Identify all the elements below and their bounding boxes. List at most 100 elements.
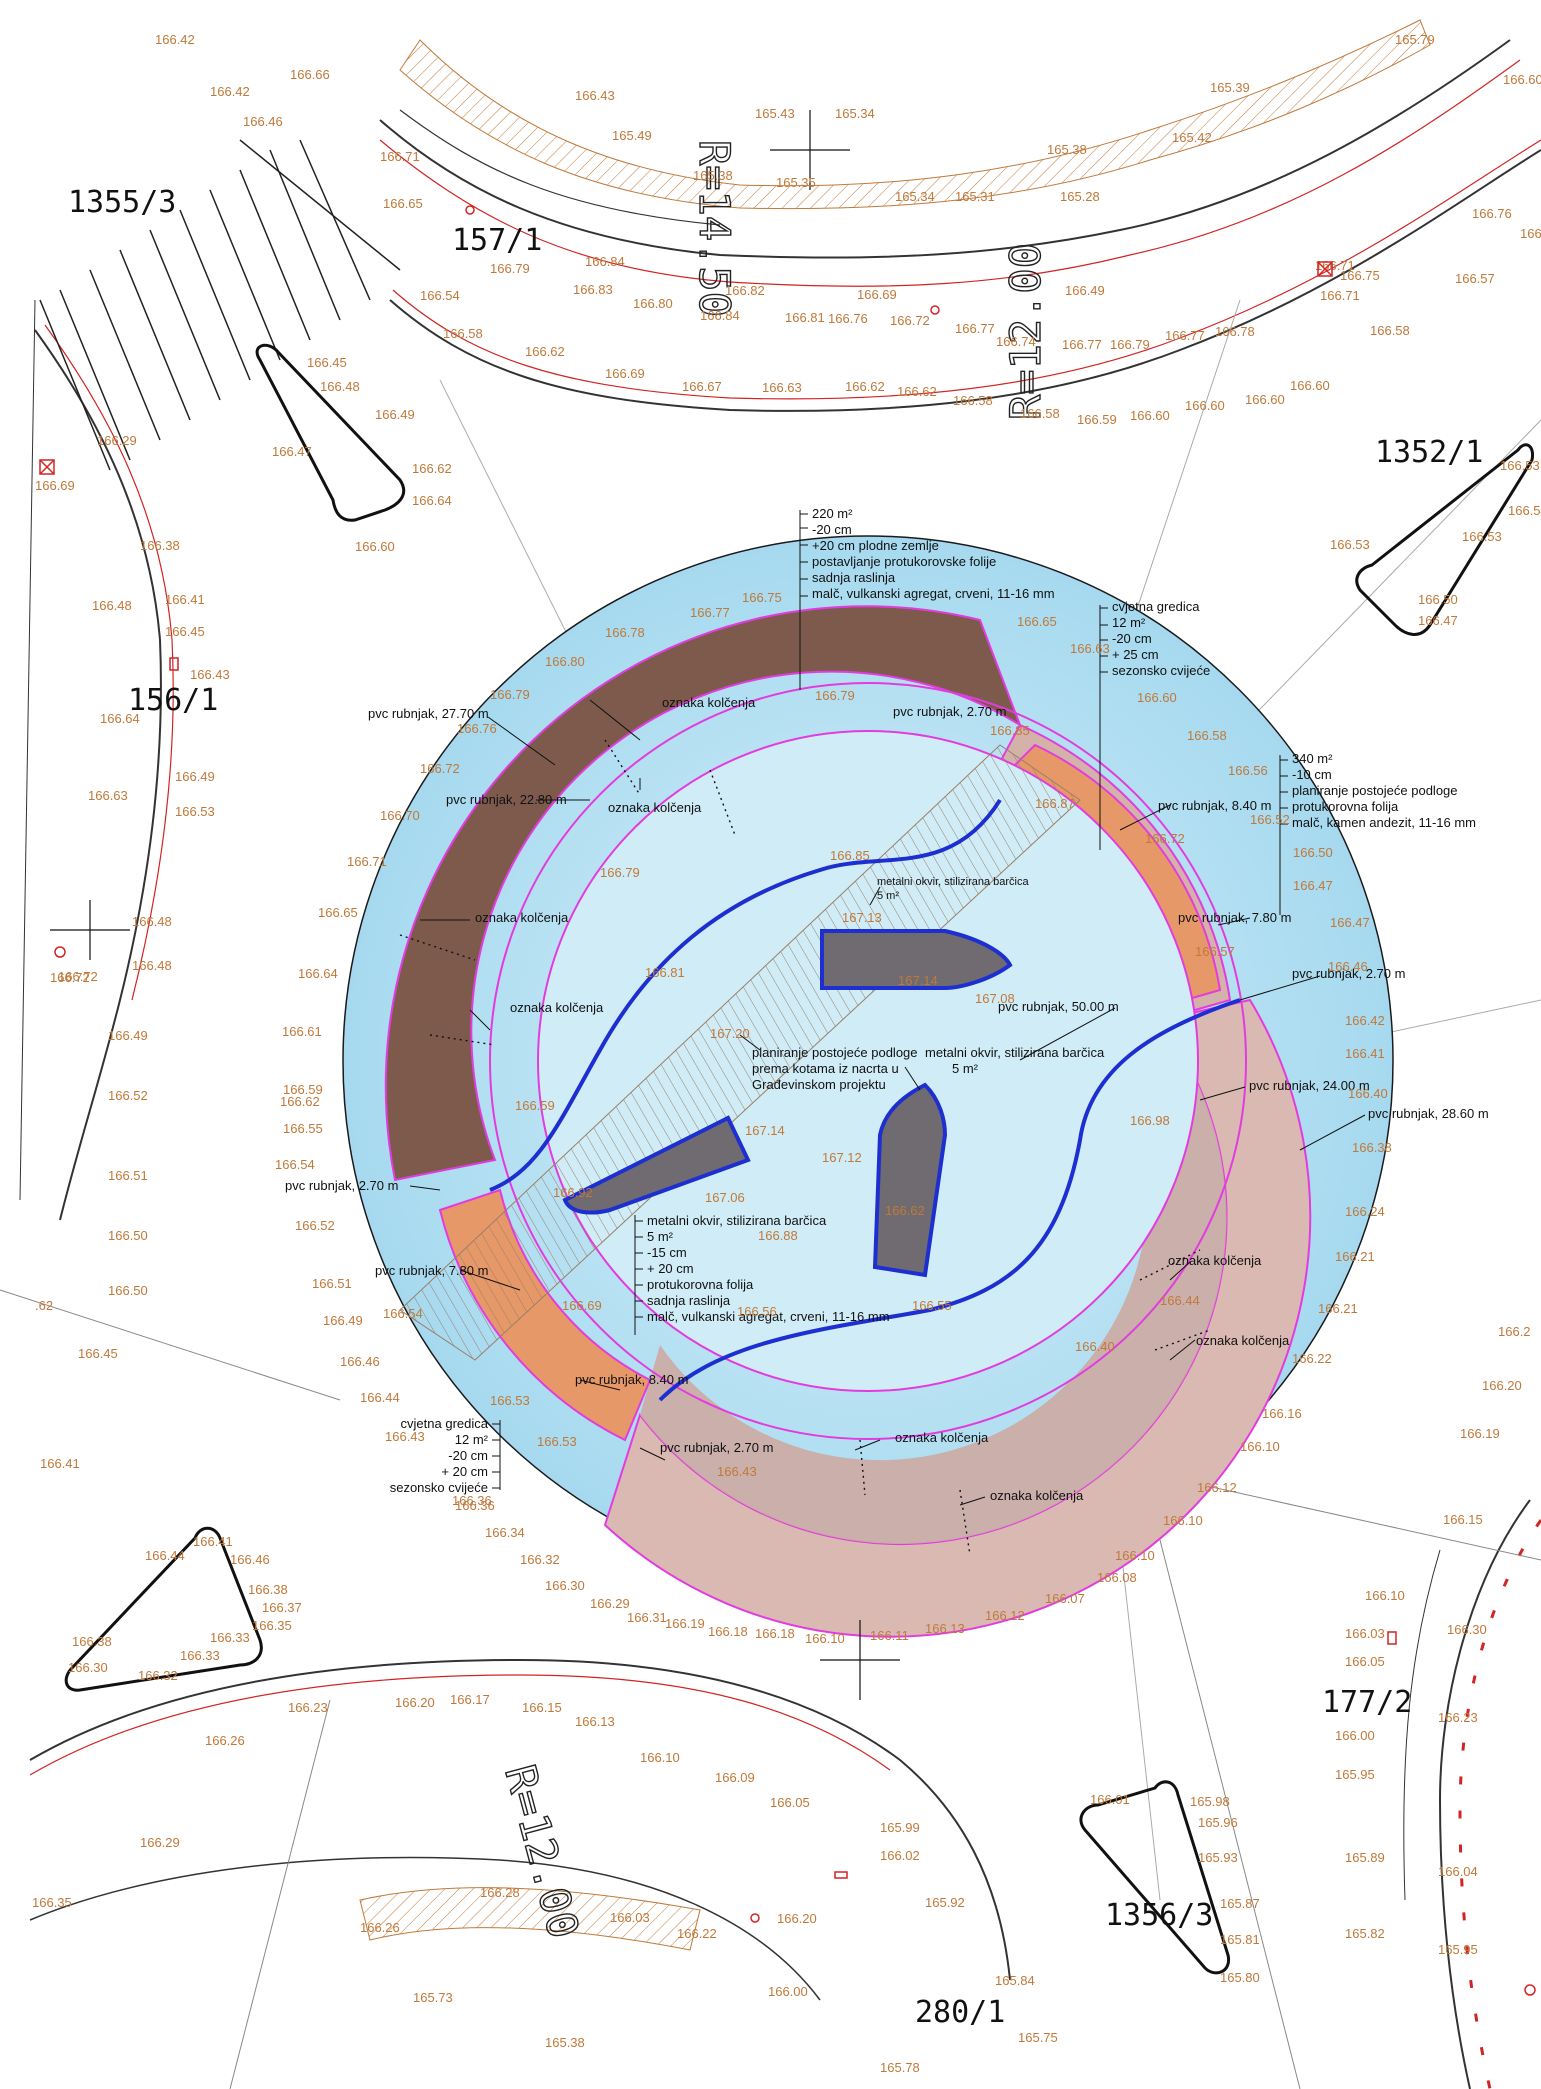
crosswalk (39, 139, 401, 471)
spot-height: 166.20 (1482, 1378, 1522, 1393)
pvc-label: pvc rubnjak, 2.70 m (893, 704, 1006, 719)
spot-height: 166.87 (1035, 796, 1075, 811)
spot-height: 166.40 (1348, 1086, 1388, 1101)
spot-height: 166.30 (545, 1578, 585, 1593)
spot-height: 166.13 (925, 1621, 965, 1636)
spot-height: 166.59 (1077, 412, 1117, 427)
spot-height: 166.70 (380, 808, 420, 823)
pvc-label: pvc rubnjak, 7.80 m (1178, 910, 1291, 925)
note-line: sezonsko cvijeće (390, 1480, 488, 1495)
spot-height: 166.43 (385, 1429, 425, 1444)
spot-height: 166.60 (1130, 408, 1170, 423)
spot-height: 166.72 (890, 313, 930, 328)
spot-height: 166.10 (1240, 1439, 1280, 1454)
spot-height: 166.58 (1187, 728, 1227, 743)
edge-labels: pvc rubnjak, 27.70 m pvc rubnjak, 22.80 … (285, 695, 1489, 1503)
spot-height: 166.30 (1447, 1622, 1487, 1637)
spot-height: 166.77 (955, 321, 995, 336)
spot-height: 166.21 (1335, 1249, 1375, 1264)
spot-height: 165.84 (995, 1973, 1035, 1988)
note-boat-right: metalni okvir, stilizirana barčica 5 m² (925, 1045, 1105, 1076)
spot-height: 165.81 (1220, 1932, 1260, 1947)
radius-label: R=12.00 (1001, 243, 1050, 420)
spot-height: 166.02 (880, 1848, 920, 1863)
spot-height: 166.44 (1160, 1293, 1200, 1308)
note-line: -10 cm (1292, 767, 1332, 782)
spot-height: 166.92 (553, 1185, 593, 1200)
note-line: malč, vulkanski agregat, crveni, 11-16 m… (812, 586, 1055, 601)
spot-height: 166.64 (412, 493, 452, 508)
parcel-number: 280/1 (915, 1995, 1005, 2030)
spot-height: 166.53 (1500, 458, 1540, 473)
spot-height: 166.42 (210, 84, 250, 99)
spot-height: 166.49 (323, 1313, 363, 1328)
note-line: 340 m² (1292, 751, 1333, 766)
note-flowerbed-bottom: cvjetna gredica 12 m² -20 cm + 20 cm sez… (390, 1416, 489, 1495)
parcel-number: 1352/1 (1375, 435, 1483, 470)
spot-height: 165.35 (776, 175, 816, 190)
spot-height: 166.50 (1293, 845, 1333, 860)
spot-height: 166.01 (1090, 1792, 1130, 1807)
parcel-number: 157/1 (452, 223, 542, 258)
spot-height: 166.58 (1020, 406, 1060, 421)
pvc-label: pvc rubnjak, 8.40 m (575, 1372, 688, 1387)
spot-height: 166.13 (575, 1714, 615, 1729)
spot-height: 166.42 (1345, 1013, 1385, 1028)
kolcenje-label: oznaka kolčenja (662, 695, 756, 710)
spot-height: 166.78 (605, 625, 645, 640)
spot-height: 166.19 (1460, 1426, 1500, 1441)
spot-height: 166.62 (525, 344, 565, 359)
spot-height: 165.31 (955, 189, 995, 204)
pvc-label: pvc rubnjak, 7.80 m (375, 1263, 488, 1278)
spot-height: 166.80 (633, 296, 673, 311)
note-line: metalni okvir, stilizirana barčica (877, 876, 1029, 888)
spot-height: 166.81 (785, 310, 825, 325)
spot-height: 165.38 (693, 168, 733, 183)
spot-height: 166.52 (108, 1088, 148, 1103)
note-line: sadnja raslinja (647, 1293, 731, 1308)
spot-height: 166.18 (755, 1626, 795, 1641)
spot-height: 166.64 (298, 966, 338, 981)
spot-height: 166.47 (1330, 915, 1370, 930)
spot-height: 167.13 (842, 910, 882, 925)
spot-height: 166.59 (283, 1082, 323, 1097)
note-line: metalni okvir, stilizirana barčica (647, 1213, 827, 1228)
spot-height: 166.08 (1097, 1570, 1137, 1585)
note-line: cvjetna gredica (401, 1416, 489, 1431)
spot-height: 166.47 (1293, 878, 1333, 893)
spot-height: 166.62 (412, 461, 452, 476)
spot-height: 166.16 (1262, 1406, 1302, 1421)
pvc-label: pvc rubnjak, 28.60 m (1368, 1106, 1489, 1121)
spot-height: 166.69 (605, 366, 645, 381)
kolcenje-label: oznaka kolčenja (608, 800, 702, 815)
spot-height: 166.77 (690, 605, 730, 620)
spot-height: 166.10 (805, 1631, 845, 1646)
note-line: 12 m² (455, 1432, 489, 1447)
spot-height: 166.83 (573, 282, 613, 297)
spot-height: 166.32 (520, 1552, 560, 1567)
spot-height: 166.64 (100, 711, 140, 726)
spot-height: 165.34 (895, 189, 935, 204)
spot-height: 167.14 (745, 1123, 785, 1138)
pvc-label: pvc rubnjak, 22.80 m (446, 792, 567, 807)
note-line: malč, kamen andezit, 11-16 mm (1292, 815, 1476, 830)
spot-height: 166.53 (1330, 537, 1370, 552)
spot-height: 166.49 (375, 407, 415, 422)
note-line: protukorovna folija (647, 1277, 754, 1292)
spot-height: 166.58 (1370, 323, 1410, 338)
spot-height: 166.49 (108, 1028, 148, 1043)
parcel-number: 177/2 (1322, 1685, 1412, 1720)
spot-height: 166.59 (515, 1098, 555, 1113)
parcel-number: 1355/3 (68, 185, 176, 220)
spot-height: 166.72 (58, 969, 98, 984)
spot-height: 165.80 (1220, 1970, 1260, 1985)
note-line: planiranje postojeće podloge (752, 1045, 918, 1060)
note-line: malč, vulkanski agregat, crveni, 11-16 m… (647, 1309, 890, 1324)
spot-height: 166.62 (280, 1094, 320, 1109)
spot-height: 166.35 (32, 1895, 72, 1910)
spot-height: 166.36 (452, 1493, 492, 1508)
spot-height: 165.38 (545, 2035, 585, 2050)
spot-height: 166.58 (443, 326, 483, 341)
spot-height: 166.84 (585, 254, 625, 269)
spot-height: 166.43 (717, 1464, 757, 1479)
